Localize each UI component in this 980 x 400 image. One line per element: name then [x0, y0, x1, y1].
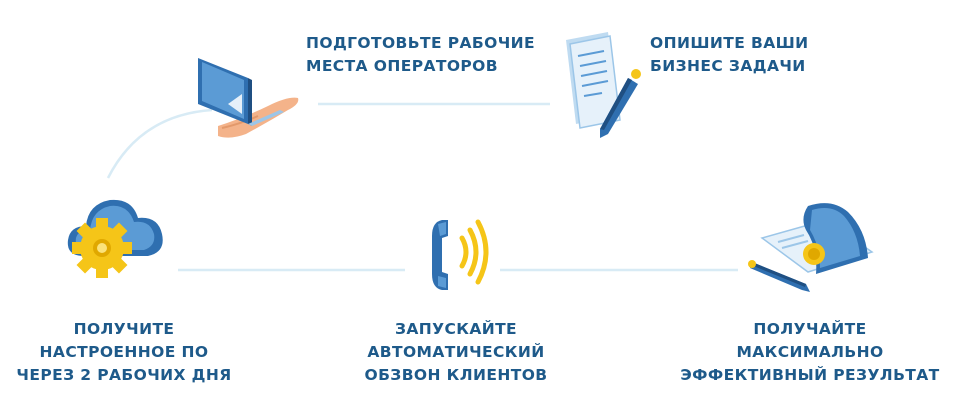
- step-label-prepare: ПОДГОТОВЬТЕ РАБОЧИЕ МЕСТА ОПЕРАТОРОВ: [306, 34, 535, 75]
- step-label-receive-setup: ПОЛУЧИТЕ НАСТРОЕННОЕ ПО ЧЕРЕЗ 2 РАБОЧИХ …: [16, 320, 232, 384]
- step-label-describe: ОПИШИТЕ ВАШИ БИЗНЕС ЗАДАЧИ: [650, 34, 809, 75]
- phone-handset-icon: [432, 219, 489, 290]
- document-seal-icon: [748, 203, 874, 292]
- step-label-launch-calls: ЗАПУСКАЙТЕ АВТОМАТИЧЕСКИЙ ОБЗВОН КЛИЕНТО…: [364, 320, 548, 384]
- cloud-gear-icon: [67, 199, 163, 278]
- step-label-get-result: ПОЛУЧАЙТЕ МАКСИМАЛЬНО ЭФФЕКТИВНЫЙ РЕЗУЛЬ…: [680, 320, 940, 384]
- document-pen-icon: [566, 32, 641, 138]
- connector-arc: [106, 108, 213, 179]
- laptop-on-hand-icon: [198, 58, 299, 138]
